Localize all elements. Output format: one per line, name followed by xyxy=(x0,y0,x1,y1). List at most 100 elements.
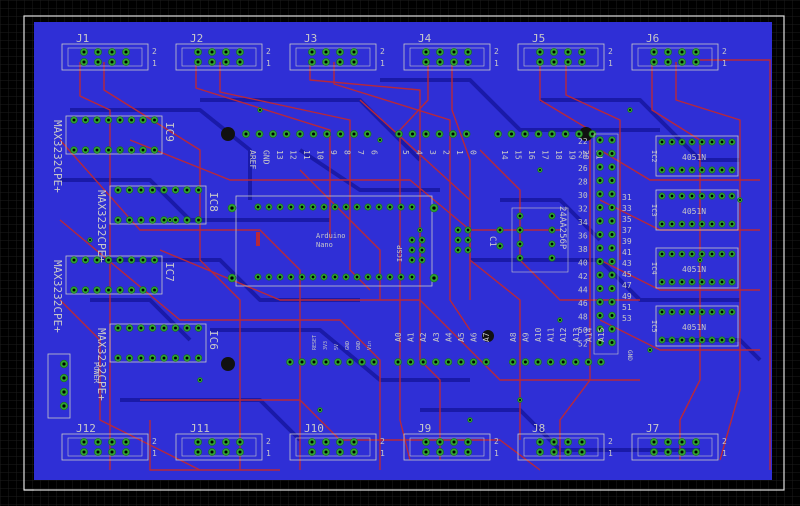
ic-pad[interactable] xyxy=(125,186,134,194)
nano-pad[interactable] xyxy=(276,203,284,211)
connector-pad[interactable] xyxy=(678,448,686,456)
connector-pad[interactable] xyxy=(236,48,244,56)
connector-pad[interactable] xyxy=(692,438,700,446)
nano-pad[interactable] xyxy=(287,273,295,281)
mux-pad[interactable] xyxy=(688,138,696,146)
nano-mount[interactable] xyxy=(227,203,237,213)
analog-pin-pad[interactable] xyxy=(457,358,465,366)
mux-pad[interactable] xyxy=(678,336,686,344)
mux-pad[interactable] xyxy=(658,250,666,258)
power-pin-pad[interactable] xyxy=(370,358,378,366)
via[interactable] xyxy=(257,107,263,113)
mux-pad[interactable] xyxy=(658,278,666,286)
ic-pad[interactable] xyxy=(137,354,145,362)
icsp-pad[interactable] xyxy=(408,246,416,254)
connector-pad[interactable] xyxy=(336,448,344,456)
mux-pad[interactable] xyxy=(658,138,666,146)
jumper-pad[interactable] xyxy=(464,226,472,234)
connector-pad[interactable] xyxy=(322,58,330,66)
digital-pin-pad[interactable] xyxy=(336,130,345,138)
ic-pad[interactable] xyxy=(116,116,124,124)
ic-pad[interactable] xyxy=(125,216,134,224)
ic-pad[interactable] xyxy=(160,216,168,224)
mux-pad[interactable] xyxy=(668,166,676,174)
digital-pin-pad[interactable] xyxy=(422,130,430,138)
connector-pad[interactable] xyxy=(650,48,658,56)
digital-pin-pad[interactable] xyxy=(282,130,291,138)
connector-pad[interactable] xyxy=(564,448,572,456)
mux-pad[interactable] xyxy=(658,336,666,344)
nano-mount[interactable] xyxy=(429,273,439,283)
ic-pad[interactable] xyxy=(114,186,122,194)
power-pin-pad[interactable] xyxy=(286,358,294,366)
mega-pin-pad[interactable] xyxy=(608,284,616,293)
ic-pad[interactable] xyxy=(150,286,159,294)
connector-pad[interactable] xyxy=(678,438,686,446)
mux-pad[interactable] xyxy=(688,220,696,228)
digital-pin-pad[interactable] xyxy=(548,130,556,138)
via[interactable] xyxy=(467,417,473,423)
power-pin-pad[interactable] xyxy=(322,358,330,366)
nano-pad[interactable] xyxy=(276,273,284,281)
connector-pad[interactable] xyxy=(464,58,472,66)
nano-pad[interactable] xyxy=(320,273,328,281)
connector-pad[interactable] xyxy=(564,438,572,446)
mux-pad[interactable] xyxy=(698,250,706,258)
connector-pad[interactable] xyxy=(564,48,572,56)
ic-pad[interactable] xyxy=(171,354,180,362)
connector-pad[interactable] xyxy=(208,438,216,446)
eeprom-pad[interactable] xyxy=(516,254,524,262)
mux-pad[interactable] xyxy=(698,192,706,200)
connector-pad[interactable] xyxy=(108,48,116,56)
ic-pad[interactable] xyxy=(127,256,136,264)
mux-pad[interactable] xyxy=(698,336,706,344)
ic-pad[interactable] xyxy=(137,186,145,194)
mega-pin-pad[interactable] xyxy=(596,149,604,158)
digital-pin-pad[interactable] xyxy=(269,130,277,138)
nano-pad[interactable] xyxy=(397,273,405,281)
ic-pad[interactable] xyxy=(81,146,90,154)
power-terminal-pad[interactable] xyxy=(59,373,69,383)
digital-pin-pad[interactable] xyxy=(449,130,457,138)
mega-pin-pad[interactable] xyxy=(596,230,604,239)
connector-pad[interactable] xyxy=(108,438,116,446)
mega-pin-pad[interactable] xyxy=(596,271,604,279)
ic-pad[interactable] xyxy=(104,146,113,154)
connector-pad[interactable] xyxy=(664,48,672,56)
mux-pad[interactable] xyxy=(668,278,676,286)
analog-pin-pad[interactable] xyxy=(571,358,580,366)
mux-pad[interactable] xyxy=(708,138,716,146)
mux-pad[interactable] xyxy=(718,278,726,286)
analog-pin-pad[interactable] xyxy=(534,358,542,366)
nano-pad[interactable] xyxy=(298,273,306,281)
mega-double-header[interactable]: 2224262830323436384042444648505231333537… xyxy=(578,133,633,361)
mux-pad[interactable] xyxy=(698,308,706,316)
mega-pin-pad[interactable] xyxy=(596,284,604,293)
ic-pad[interactable] xyxy=(125,354,134,362)
connector-pad[interactable] xyxy=(80,48,88,56)
mega-pin-pad[interactable] xyxy=(608,311,616,320)
mux-pad[interactable] xyxy=(718,138,726,146)
digital-pin-pad[interactable] xyxy=(494,130,502,138)
mux-pad[interactable] xyxy=(728,250,736,258)
nano-mount[interactable] xyxy=(429,203,439,213)
nano-pad[interactable] xyxy=(386,203,394,211)
ic-pad[interactable] xyxy=(104,116,113,124)
digital-pin-pad[interactable] xyxy=(350,130,358,138)
connector-pad[interactable] xyxy=(464,438,472,446)
mux-pad[interactable] xyxy=(668,138,676,146)
mux-pad[interactable] xyxy=(658,166,666,174)
connector-pad[interactable] xyxy=(222,448,230,456)
mux-pad[interactable] xyxy=(728,166,736,174)
ic-pad[interactable] xyxy=(183,354,191,362)
ic-pad[interactable] xyxy=(70,146,78,154)
ic-pad[interactable] xyxy=(148,354,157,362)
connector-pad[interactable] xyxy=(94,438,102,446)
